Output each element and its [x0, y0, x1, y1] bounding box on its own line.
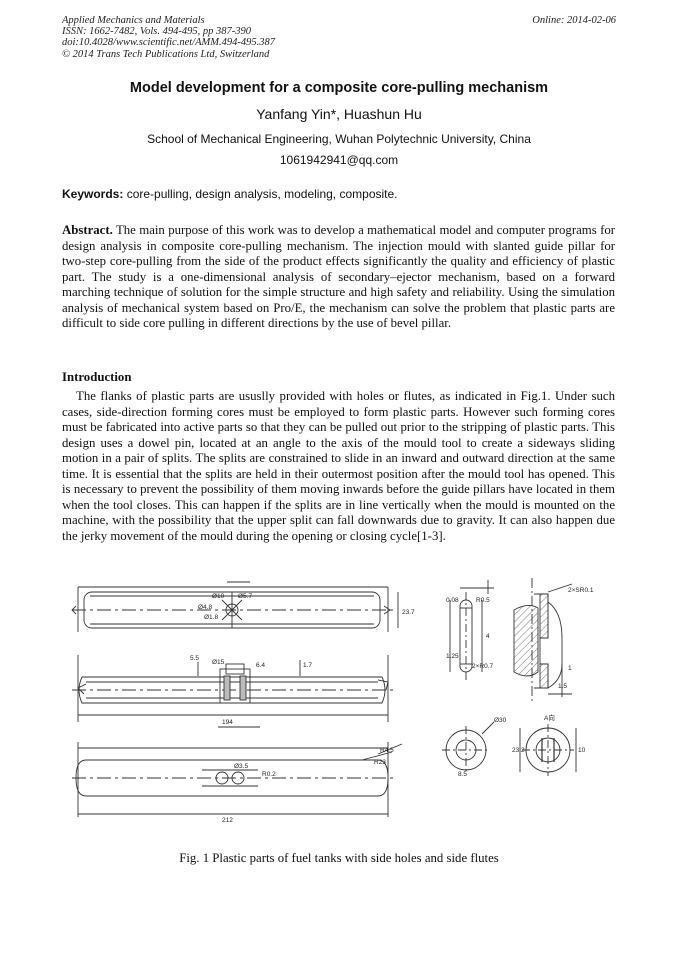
dim-label: A向 [544, 713, 555, 722]
dim-label: Ø10 [212, 593, 225, 600]
dim-label: R0.2 [262, 771, 276, 778]
dim-label: Ø4.8 [198, 604, 212, 611]
dim-label: Ø30 [494, 717, 507, 724]
author-list: Yanfang Yin*, Huashun Hu [256, 106, 422, 122]
tank-side-view [72, 655, 396, 728]
dim-label: 6.4 [256, 662, 265, 669]
tank-bottom-view [72, 742, 403, 817]
engineering-drawing: Ø10 Ø5.7 Ø4.8 Ø1.8 23.7 5.5 Ø15 6.4 1.7 … [71, 578, 594, 824]
dim-label: 10 [578, 747, 586, 754]
dim-label: 2×R0.7 [472, 663, 494, 670]
circular-detail-views [442, 721, 577, 776]
paper-title: Model development for a composite core-p… [129, 80, 549, 96]
dim-label: 1 [568, 665, 572, 672]
dim-label: 5.5 [190, 655, 199, 662]
doi-line: doi:10.4028/www.scientific.net/AMM.494-4… [62, 37, 275, 49]
copyright-line: © 2014 Trans Tech Publications Ltd, Swit… [62, 48, 270, 60]
dim-label: 1.25 [446, 653, 459, 660]
dim-label: 212 [222, 817, 233, 824]
abstract-text: The main purpose of this work was to dev… [62, 223, 615, 330]
abstract-label: Abstract. [62, 223, 113, 237]
section-detail-view [513, 578, 573, 702]
dim-label: 4 [486, 633, 490, 640]
dim-label: 2×SR0.1 [568, 587, 594, 594]
journal-name: Applied Mechanics and Materials [62, 15, 205, 26]
issn-line: ISSN: 1662-7482, Vols. 494-495, pp 387-3… [62, 26, 251, 38]
dim-label: Ø5.7 [238, 593, 252, 600]
keywords-text: core-pulling, design analysis, modeling,… [123, 187, 398, 201]
dim-label: R0.5 [476, 597, 490, 604]
journal-header: Applied Mechanics and Materials ISSN: 16… [62, 15, 275, 60]
dim-label: 1.7 [303, 662, 312, 669]
dim-label: R4.5 [380, 747, 394, 754]
dim-label: Ø3.5 [234, 763, 248, 770]
dim-label: Ø1.8 [204, 614, 218, 621]
abstract: Abstract. The main purpose of this work … [62, 223, 615, 332]
author-email: 1061942941@qq.com [279, 153, 399, 167]
dim-label: 1.5 [558, 683, 567, 690]
section-heading: Introduction [62, 370, 132, 384]
figure-1: Ø10 Ø5.7 Ø4.8 Ø1.8 23.7 5.5 Ø15 6.4 1.7 … [62, 572, 618, 838]
dim-label: 8.5 [458, 771, 467, 778]
introduction-text: The flanks of plastic parts are ususlly … [62, 389, 615, 543]
dim-label: 23.7 [402, 609, 415, 616]
dim-label: Ø15 [212, 659, 225, 666]
affiliation: School of Mechanical Engineering, Wuhan … [147, 132, 531, 146]
dim-label: 23.2 [512, 747, 525, 754]
slot-detail-view [449, 580, 494, 680]
online-date: Online: 2014-02-06 [532, 15, 616, 26]
dim-label: 194 [222, 719, 233, 726]
figure-caption: Fig. 1 Plastic parts of fuel tanks with … [179, 851, 499, 865]
dim-label: 0.08 [446, 597, 459, 604]
keywords: Keywords: core-pulling, design analysis,… [62, 187, 398, 201]
dim-label: R23 [374, 759, 386, 766]
tank-top-view [71, 581, 399, 632]
keywords-label: Keywords: [62, 187, 124, 201]
